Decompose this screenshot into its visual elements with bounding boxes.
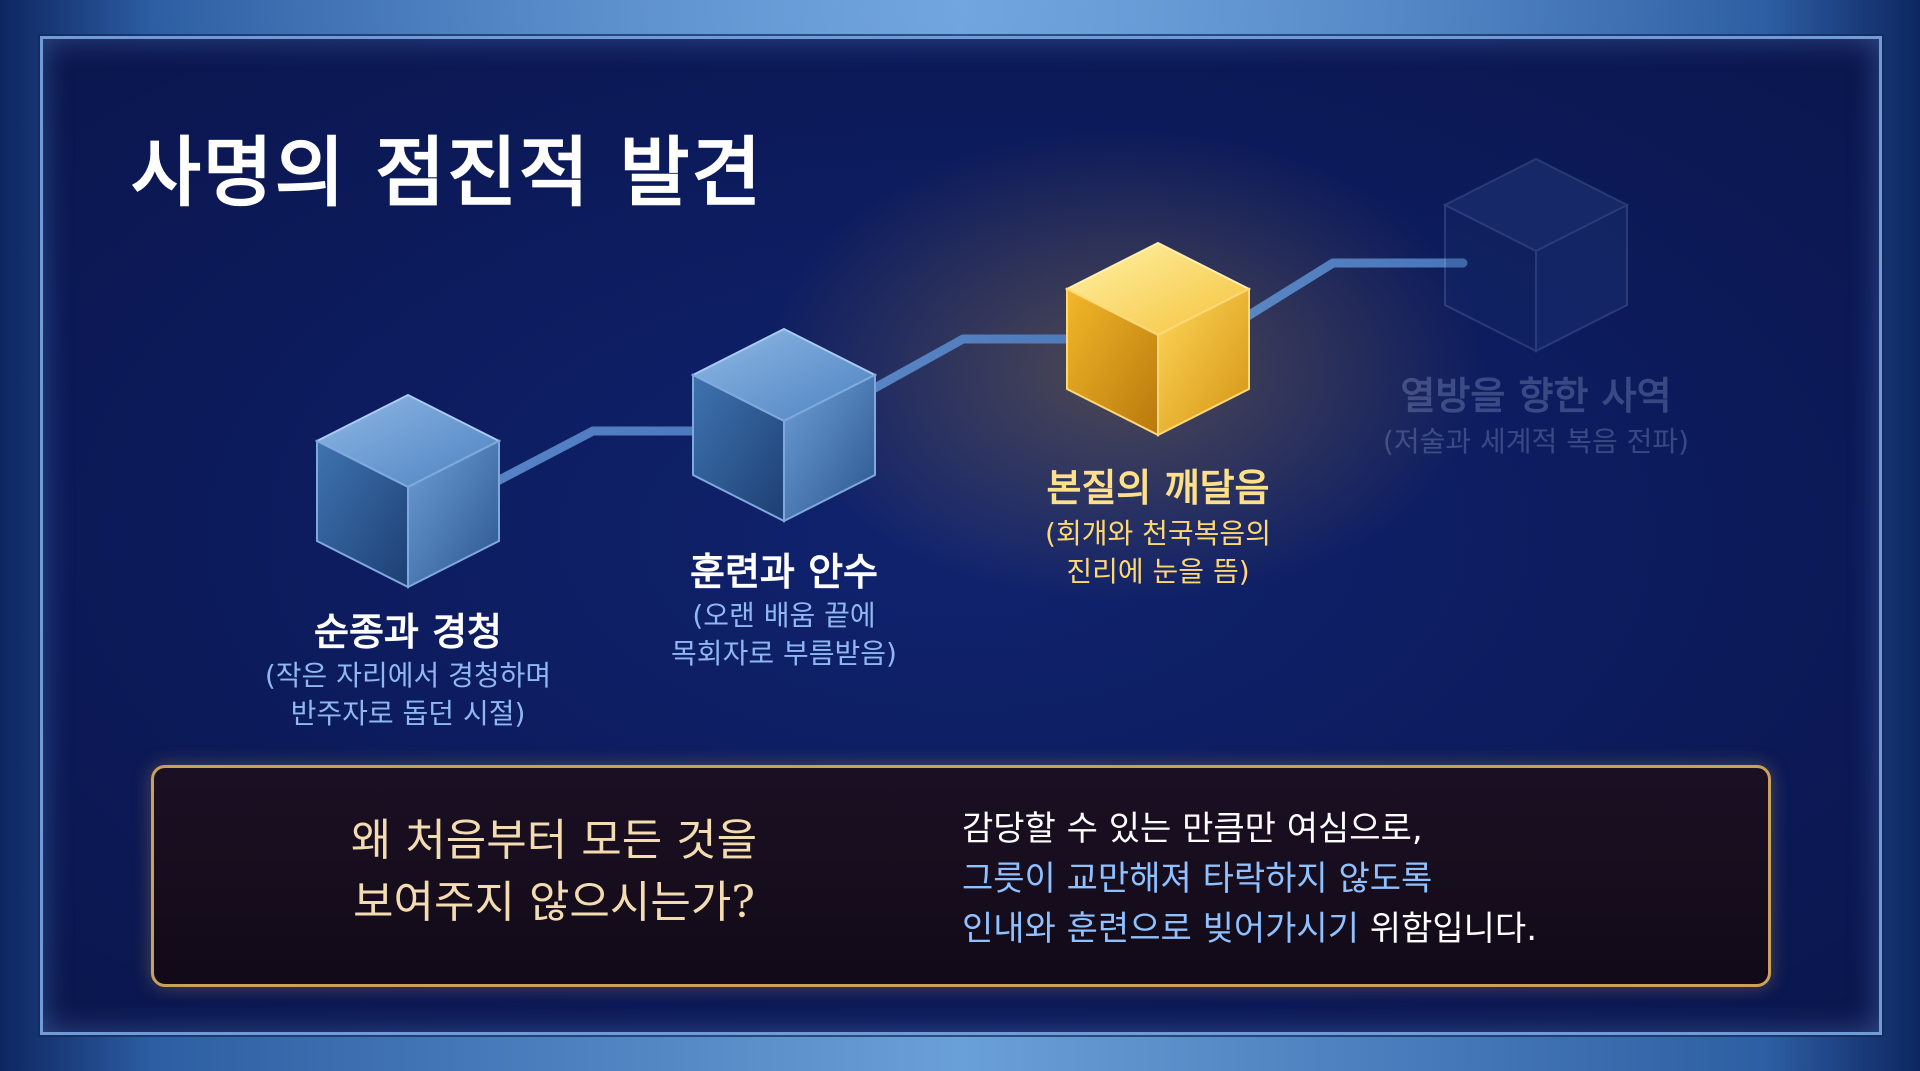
answer-line-3-highlight: 인내와 훈련으로 빚어가시기 xyxy=(962,909,1359,949)
quote-box: 왜 처음부터 모든 것을 보여주지 않으시는가? 감당할 수 있는 만큼만 여심… xyxy=(151,765,1771,987)
question-line-2: 보여주지 않으시는가? xyxy=(353,877,755,928)
cube-icon-2 xyxy=(690,327,878,523)
answer-text: 감당할 수 있는 만큼만 여심으로, 그릇이 교만해져 타락하지 않도록 인내와… xyxy=(962,804,1537,954)
answer-line-1: 감당할 수 있는 만큼만 여심으로, xyxy=(962,809,1423,849)
step-1-sub-line-2: 반주자로 돕던 시절) xyxy=(290,697,526,730)
step-3-sub-line-1: (회개와 천국복음의 xyxy=(1045,517,1271,550)
step-3-title: 본질의 깨달음 xyxy=(1046,466,1270,510)
step-4-sub-line-1: (저술과 세계적 복음 전파) xyxy=(1382,425,1690,458)
step-2-sub-line-2: 목회자로 부름받음) xyxy=(671,637,897,670)
step-1-title: 순종과 경청 xyxy=(313,610,503,654)
step-1-subtitle: (작은 자리에서 경청하며 반주자로 돕던 시절) xyxy=(265,657,551,733)
question-text: 왜 처음부터 모든 것을 보여주지 않으시는가? xyxy=(234,810,874,934)
step-2-title: 훈련과 안수 xyxy=(689,550,879,594)
step-2-subtitle: (오랜 배움 끝에 목회자로 부름받음) xyxy=(671,597,897,673)
step-2-sub-line-1: (오랜 배움 끝에 xyxy=(692,599,876,632)
step-3-subtitle: (회개와 천국복음의 진리에 눈을 뜸) xyxy=(1045,515,1271,591)
answer-line-3-rest: 위함입니다. xyxy=(1358,909,1537,949)
answer-line-2: 그릇이 교만해져 타락하지 않도록 xyxy=(962,859,1433,899)
cube-icon-1 xyxy=(314,393,502,589)
step-4-subtitle: (저술과 세계적 복음 전파) xyxy=(1383,423,1689,461)
cube-icon-gold xyxy=(1064,241,1252,437)
step-4-title: 열방을 향한 사역 xyxy=(1400,374,1672,418)
step-1-sub-line-1: (작은 자리에서 경청하며 xyxy=(264,659,552,692)
cube-icon-faded xyxy=(1442,157,1630,353)
path-segment-3 xyxy=(1238,258,1468,324)
step-3-sub-line-2: 진리에 눈을 뜸) xyxy=(1066,555,1250,588)
slide-title: 사명의 점진적 발견 xyxy=(131,128,764,217)
question-line-1: 왜 처음부터 모든 것을 xyxy=(350,815,758,866)
slide-panel: 사명의 점진적 발견 xyxy=(40,36,1882,1035)
answer-line-3: 인내와 훈련으로 빚어가시기 위함입니다. xyxy=(962,904,1537,954)
